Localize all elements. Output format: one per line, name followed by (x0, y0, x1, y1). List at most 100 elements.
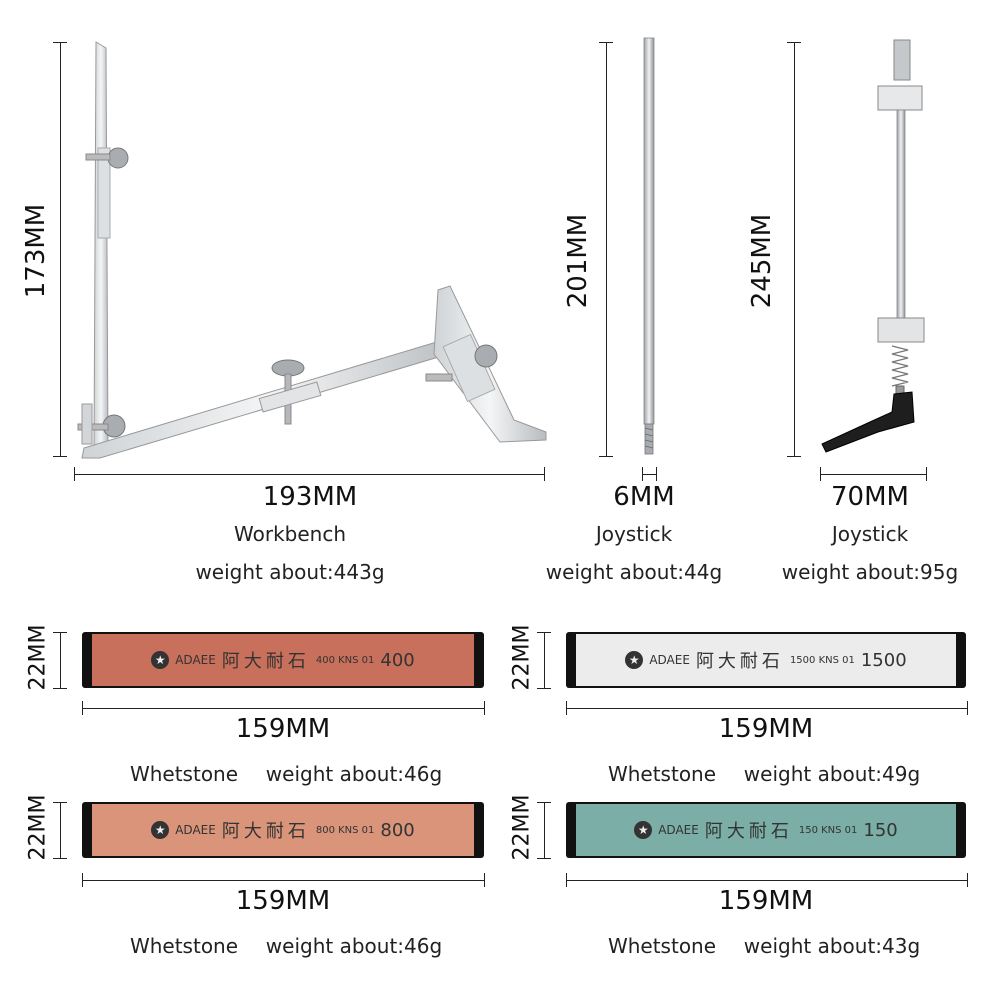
stone-height-label: 22MM (509, 794, 535, 861)
workbench-width-line (74, 474, 544, 475)
workbench-name: Workbench (234, 522, 346, 546)
stone-height-line (544, 632, 545, 688)
workbench-width-label: 193MM (262, 482, 358, 512)
tick (566, 701, 567, 715)
clamp-weight: weight about:95g (781, 560, 959, 584)
stone-weight: weight about:46g (265, 934, 443, 958)
tick (53, 688, 67, 689)
tick (599, 456, 613, 457)
stone-code: 1500 KNS 01 (789, 654, 855, 666)
tick (642, 467, 643, 481)
tick (74, 467, 75, 481)
stone-face: ★ ADAEE 阿大耐石 400 KNS 01 400 (92, 634, 474, 686)
star-icon: ★ (634, 821, 653, 839)
stone-cn-label: 阿大耐石 (695, 651, 784, 672)
stone-length-label: 159MM (718, 886, 814, 916)
joystick-rod-image (643, 37, 655, 455)
stone-length-line (82, 880, 484, 881)
rod-weight: weight about:44g (545, 560, 723, 584)
rod-height-line (606, 42, 607, 456)
stone-height-label: 22MM (25, 794, 51, 861)
tick (53, 456, 67, 457)
rod-name: Joystick (595, 522, 673, 546)
stone-face: ★ ADAEE 阿大耐石 150 KNS 01 150 (576, 804, 956, 856)
tick (926, 467, 927, 481)
stone-face: ★ ADAEE 阿大耐石 800 KNS 01 800 (92, 804, 474, 856)
clamp-height-line (794, 42, 795, 456)
tick (53, 802, 67, 803)
stone-cn-label: 阿大耐石 (704, 821, 793, 842)
tick (537, 802, 551, 803)
workbench-height-label: 173MM (21, 203, 51, 299)
stone-length-line (82, 708, 484, 709)
tick (787, 456, 801, 457)
tick (537, 858, 551, 859)
star-icon: ★ (151, 821, 170, 839)
workbench-image (77, 41, 547, 459)
stone-brand: ADAEE (658, 823, 699, 837)
star-icon: ★ (151, 651, 170, 669)
stone-cn-label: 阿大耐石 (221, 821, 310, 842)
tick (967, 873, 968, 887)
stone-brand: ADAEE (649, 653, 690, 667)
stone-height-label: 22MM (509, 624, 535, 691)
tick (53, 632, 67, 633)
stone-grit: 150 (863, 819, 898, 841)
tick (566, 873, 567, 887)
whetstone-image: ★ ADAEE 阿大耐石 1500 KNS 01 1500 (566, 632, 966, 688)
joystick-clamp-image (821, 39, 925, 453)
clamp-height-label: 245MM (747, 213, 777, 309)
stone-name: Whetstone (607, 934, 717, 958)
tick (599, 42, 613, 43)
tick (787, 42, 801, 43)
stone-height-line (544, 802, 545, 858)
stone-code: 150 KNS 01 (798, 824, 858, 836)
stone-weight: weight about:49g (743, 762, 921, 786)
stone-code: 400 KNS 01 (315, 654, 375, 666)
whetstone-image: ★ ADAEE 阿大耐石 150 KNS 01 150 (566, 802, 966, 858)
tick (544, 467, 545, 481)
stone-length-line (566, 708, 968, 709)
tick (484, 701, 485, 715)
stone-weight: weight about:46g (265, 762, 443, 786)
stone-brand: ADAEE (175, 823, 216, 837)
clamp-width-label: 70MM (831, 482, 909, 512)
stone-length-label: 159MM (235, 714, 331, 744)
stone-brand: ADAEE (175, 653, 216, 667)
rod-width-line (642, 474, 656, 475)
stone-cn-label: 阿大耐石 (221, 651, 310, 672)
stone-height-line (60, 632, 61, 688)
stone-grit: 1500 (860, 649, 907, 671)
tick (537, 688, 551, 689)
stone-height-line (60, 802, 61, 858)
workbench-height-line (60, 42, 61, 456)
tick (82, 701, 83, 715)
tick (82, 873, 83, 887)
rod-height-label: 201MM (563, 213, 593, 309)
stone-weight: weight about:43g (743, 934, 921, 958)
stone-grit: 800 (380, 819, 415, 841)
stone-name: Whetstone (129, 762, 239, 786)
stone-length-label: 159MM (235, 886, 331, 916)
stone-height-label: 22MM (25, 624, 51, 691)
workbench-weight: weight about:443g (195, 560, 385, 584)
star-icon: ★ (625, 651, 644, 669)
stone-length-line (566, 880, 968, 881)
stone-length-label: 159MM (718, 714, 814, 744)
clamp-width-line (820, 474, 926, 475)
tick (484, 873, 485, 887)
tick (53, 858, 67, 859)
tick (820, 467, 821, 481)
stone-name: Whetstone (129, 934, 239, 958)
tick (537, 632, 551, 633)
tick (656, 467, 657, 481)
rod-width-label: 6MM (613, 482, 675, 512)
whetstone-image: ★ ADAEE 阿大耐石 800 KNS 01 800 (82, 802, 484, 858)
whetstone-image: ★ ADAEE 阿大耐石 400 KNS 01 400 (82, 632, 484, 688)
tick (53, 42, 67, 43)
stone-code: 800 KNS 01 (315, 824, 375, 836)
tick (967, 701, 968, 715)
clamp-name: Joystick (831, 522, 909, 546)
stone-face: ★ ADAEE 阿大耐石 1500 KNS 01 1500 (576, 634, 956, 686)
stone-grit: 400 (380, 649, 415, 671)
